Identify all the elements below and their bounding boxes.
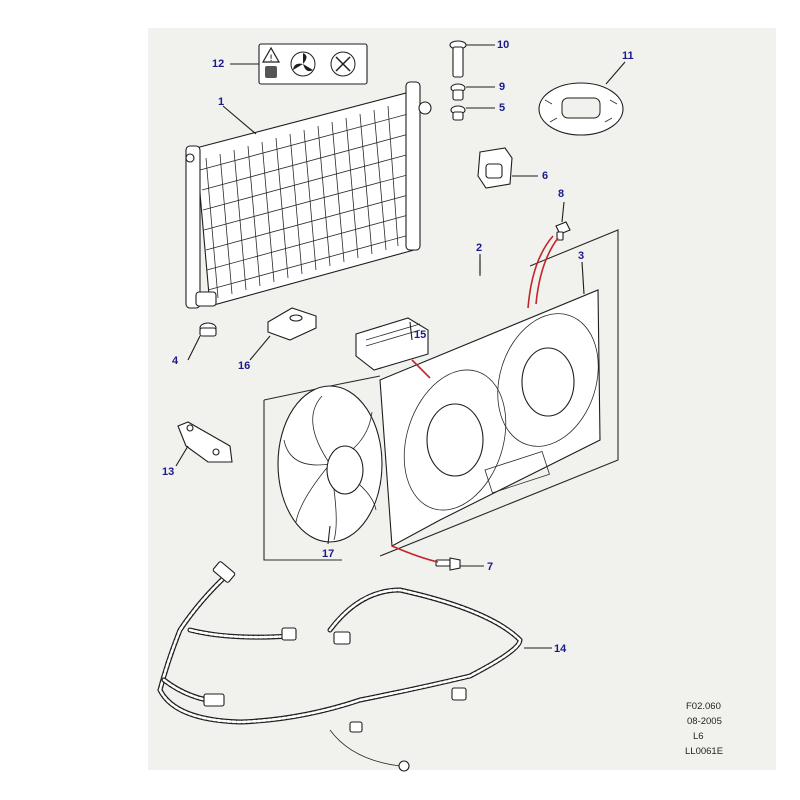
- illustration-id: LL0061E: [685, 746, 724, 757]
- bush: [199, 322, 217, 337]
- callout-10: 10: [497, 39, 510, 51]
- bolt: [449, 40, 467, 78]
- clip: [450, 83, 466, 101]
- callout-11: 11: [622, 50, 634, 62]
- ground-eyelet: [398, 760, 410, 772]
- callout-5: 5: [499, 102, 506, 114]
- callout-6: 6: [542, 170, 549, 182]
- model-code: L6: [693, 731, 704, 742]
- callout-14: 14: [554, 643, 567, 655]
- svg-text:!: !: [269, 54, 273, 64]
- fan-icon: [290, 51, 316, 77]
- left-tank: [185, 145, 201, 309]
- grommet-upper: [450, 105, 466, 121]
- leader-lines: [175, 44, 626, 649]
- harness-connector: [203, 693, 225, 707]
- callout-7: 7: [487, 561, 494, 573]
- fan-bolt: [435, 557, 461, 571]
- seal-plate: [538, 82, 624, 136]
- callout-4: 4: [172, 355, 179, 367]
- radiator: [185, 81, 432, 309]
- harness-connector: [333, 631, 351, 645]
- callout-2: 2: [476, 242, 483, 254]
- radiator-core-fins: [199, 105, 414, 299]
- callout-17: 17: [322, 548, 335, 560]
- fan-assembly-frame: [263, 229, 619, 561]
- callout-13: 13: [162, 466, 175, 478]
- mounting-bracket: [477, 147, 513, 189]
- callout-1: 1: [218, 96, 225, 108]
- warning-label: !: [258, 43, 368, 85]
- no-touch-fan-icon: [330, 51, 356, 77]
- callout-15: 15: [414, 329, 427, 341]
- lower-mounting-bracket: [177, 421, 233, 463]
- callout-16: 16: [238, 360, 251, 372]
- hand-icon: [265, 66, 277, 78]
- callout-8: 8: [558, 188, 565, 200]
- cooling-fan: [277, 385, 383, 543]
- harness-connector: [349, 721, 363, 733]
- assembly-guide-lines: [391, 235, 559, 563]
- shroud-bolt: [555, 221, 571, 241]
- callout-12: 12: [212, 58, 225, 70]
- warning-triangle-icon: !: [261, 46, 281, 64]
- harness-connector: [281, 627, 297, 641]
- figure-code: F02.060: [686, 701, 721, 712]
- callout-9: 9: [499, 81, 506, 93]
- drain-outlet: [195, 291, 217, 307]
- callout-3: 3: [578, 250, 585, 262]
- cooling-fan-shroud: [379, 289, 601, 547]
- fan-control-module: [355, 317, 429, 371]
- right-tank: [405, 81, 421, 251]
- tank-fitting: [185, 153, 195, 163]
- radiator-bracket: [267, 307, 317, 341]
- harness-connector: [212, 561, 236, 583]
- harness-connector: [451, 687, 467, 701]
- wiring-harness: [157, 561, 523, 772]
- figure-date: 08-2005: [687, 716, 722, 727]
- filler-neck: [418, 101, 432, 115]
